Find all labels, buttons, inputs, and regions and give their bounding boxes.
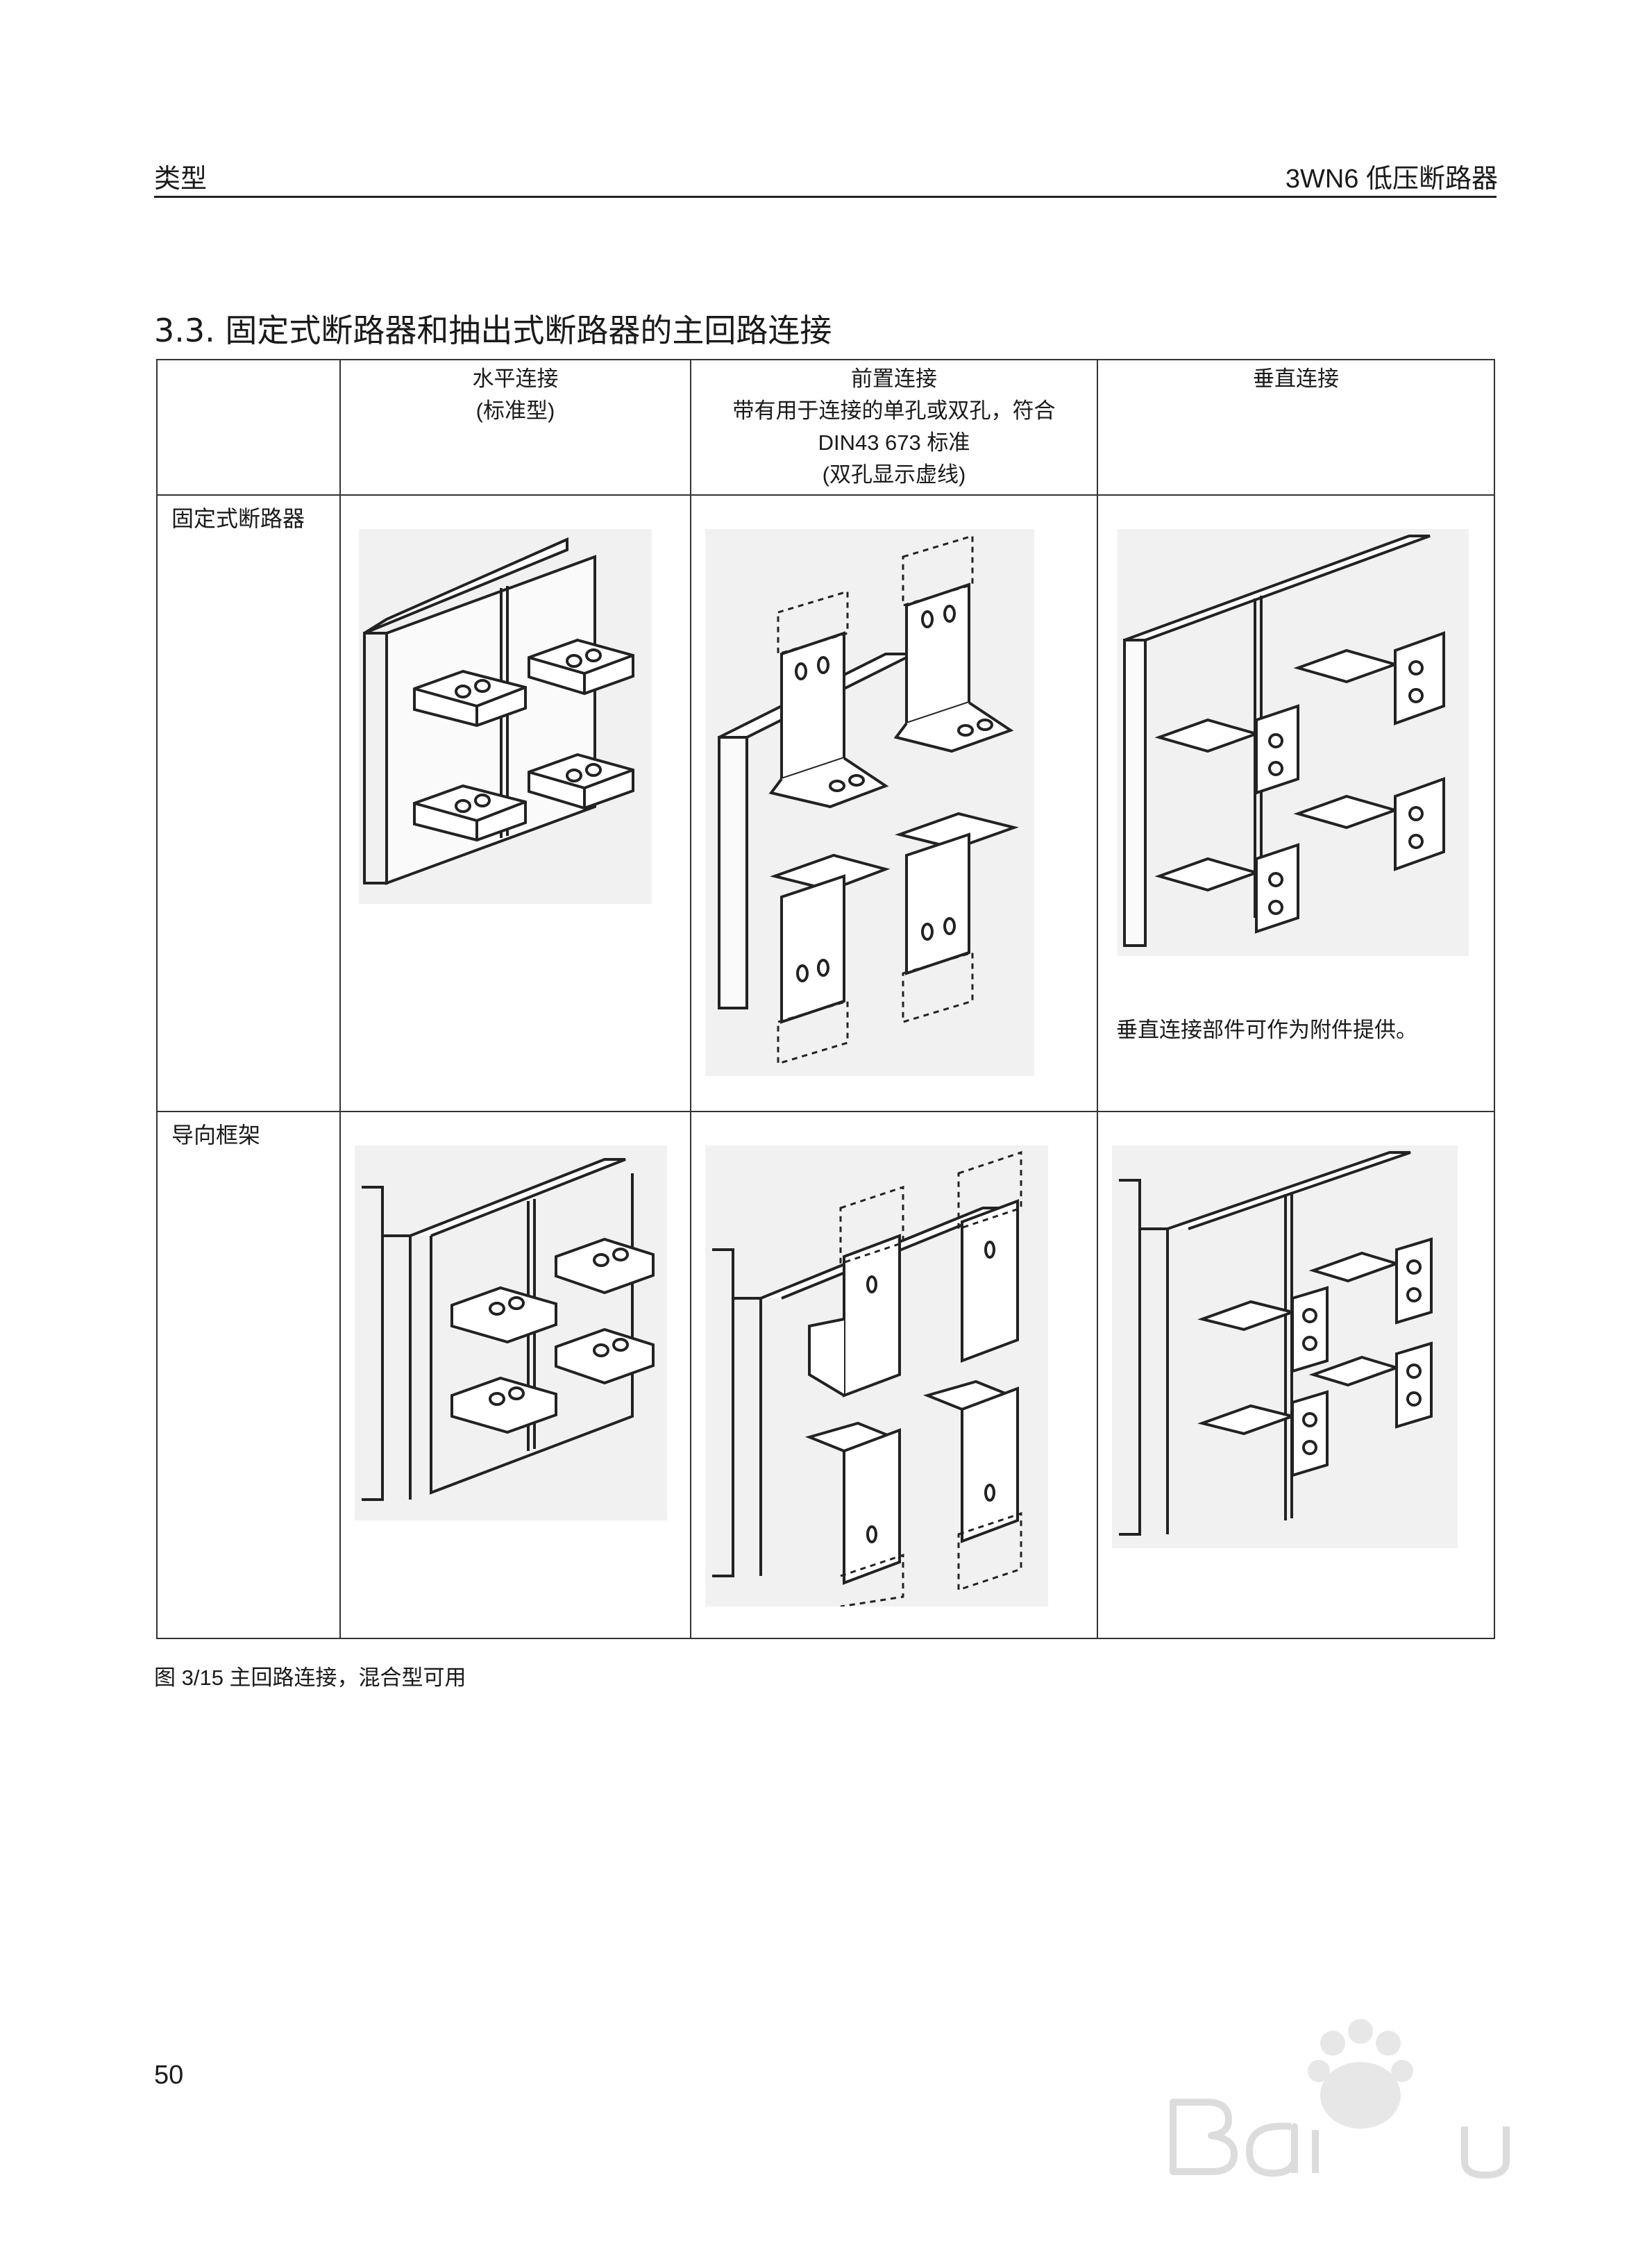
- column-header-front: 前置连接 带有用于连接的单孔或双孔，符合 DIN43 673 标准 (双孔显示虚…: [690, 359, 1098, 496]
- figure-frame-horizontal: [355, 1146, 667, 1520]
- figure-fixed-horizontal: [359, 529, 652, 904]
- column-header-line: (双孔显示虚线): [822, 462, 966, 487]
- cell-frame-vertical: [1097, 1111, 1495, 1639]
- figure-frame-front: [705, 1146, 1048, 1607]
- figure-fixed-front: [705, 529, 1034, 1076]
- page-number: 50: [154, 2061, 184, 2090]
- header-section-label: 类型: [154, 163, 208, 194]
- table-corner-cell: [156, 359, 341, 496]
- cell-frame-horizontal: [339, 1111, 691, 1639]
- column-header-line: (标准型): [475, 399, 555, 423]
- figure-frame-vertical: [1112, 1146, 1458, 1548]
- cell-fixed-front: [690, 494, 1098, 1112]
- cell-fixed-vertical: 垂直连接部件可作为附件提供。: [1097, 494, 1495, 1112]
- figure-fixed-vertical: [1118, 529, 1469, 956]
- note-vertical-accessory: 垂直连接部件可作为附件提供。: [1116, 1018, 1417, 1042]
- figure-caption: 图 3/15 主回路连接，混合型可用: [154, 1666, 466, 1690]
- column-header-horizontal: 水平连接 (标准型): [339, 359, 691, 496]
- row-label-guide-frame: 导向框架: [156, 1111, 341, 1639]
- cell-frame-front: [690, 1111, 1098, 1639]
- column-header-line: 水平连接: [472, 367, 559, 391]
- column-header-vertical: 垂直连接: [1097, 359, 1495, 496]
- section-title: 3.3. 固定式断路器和抽出式断路器的主回路连接: [154, 312, 832, 349]
- connection-table: 水平连接 (标准型) 前置连接 带有用于连接的单孔或双孔，符合 DIN43 67…: [156, 359, 1495, 1639]
- cell-fixed-horizontal: [339, 494, 691, 1112]
- header-rule: [154, 196, 1497, 198]
- header-product-name: 3WN6 低压断路器: [1285, 165, 1498, 194]
- column-header-line: 垂直连接: [1253, 367, 1339, 391]
- column-header-line: 带有用于连接的单孔或双孔，符合: [732, 399, 1056, 423]
- column-header-line: 前置连接: [851, 367, 937, 391]
- column-header-line: DIN43 673 标准: [818, 430, 970, 455]
- baidu-watermark-logo: [1159, 2005, 1548, 2220]
- row-label-fixed: 固定式断路器: [156, 494, 341, 1112]
